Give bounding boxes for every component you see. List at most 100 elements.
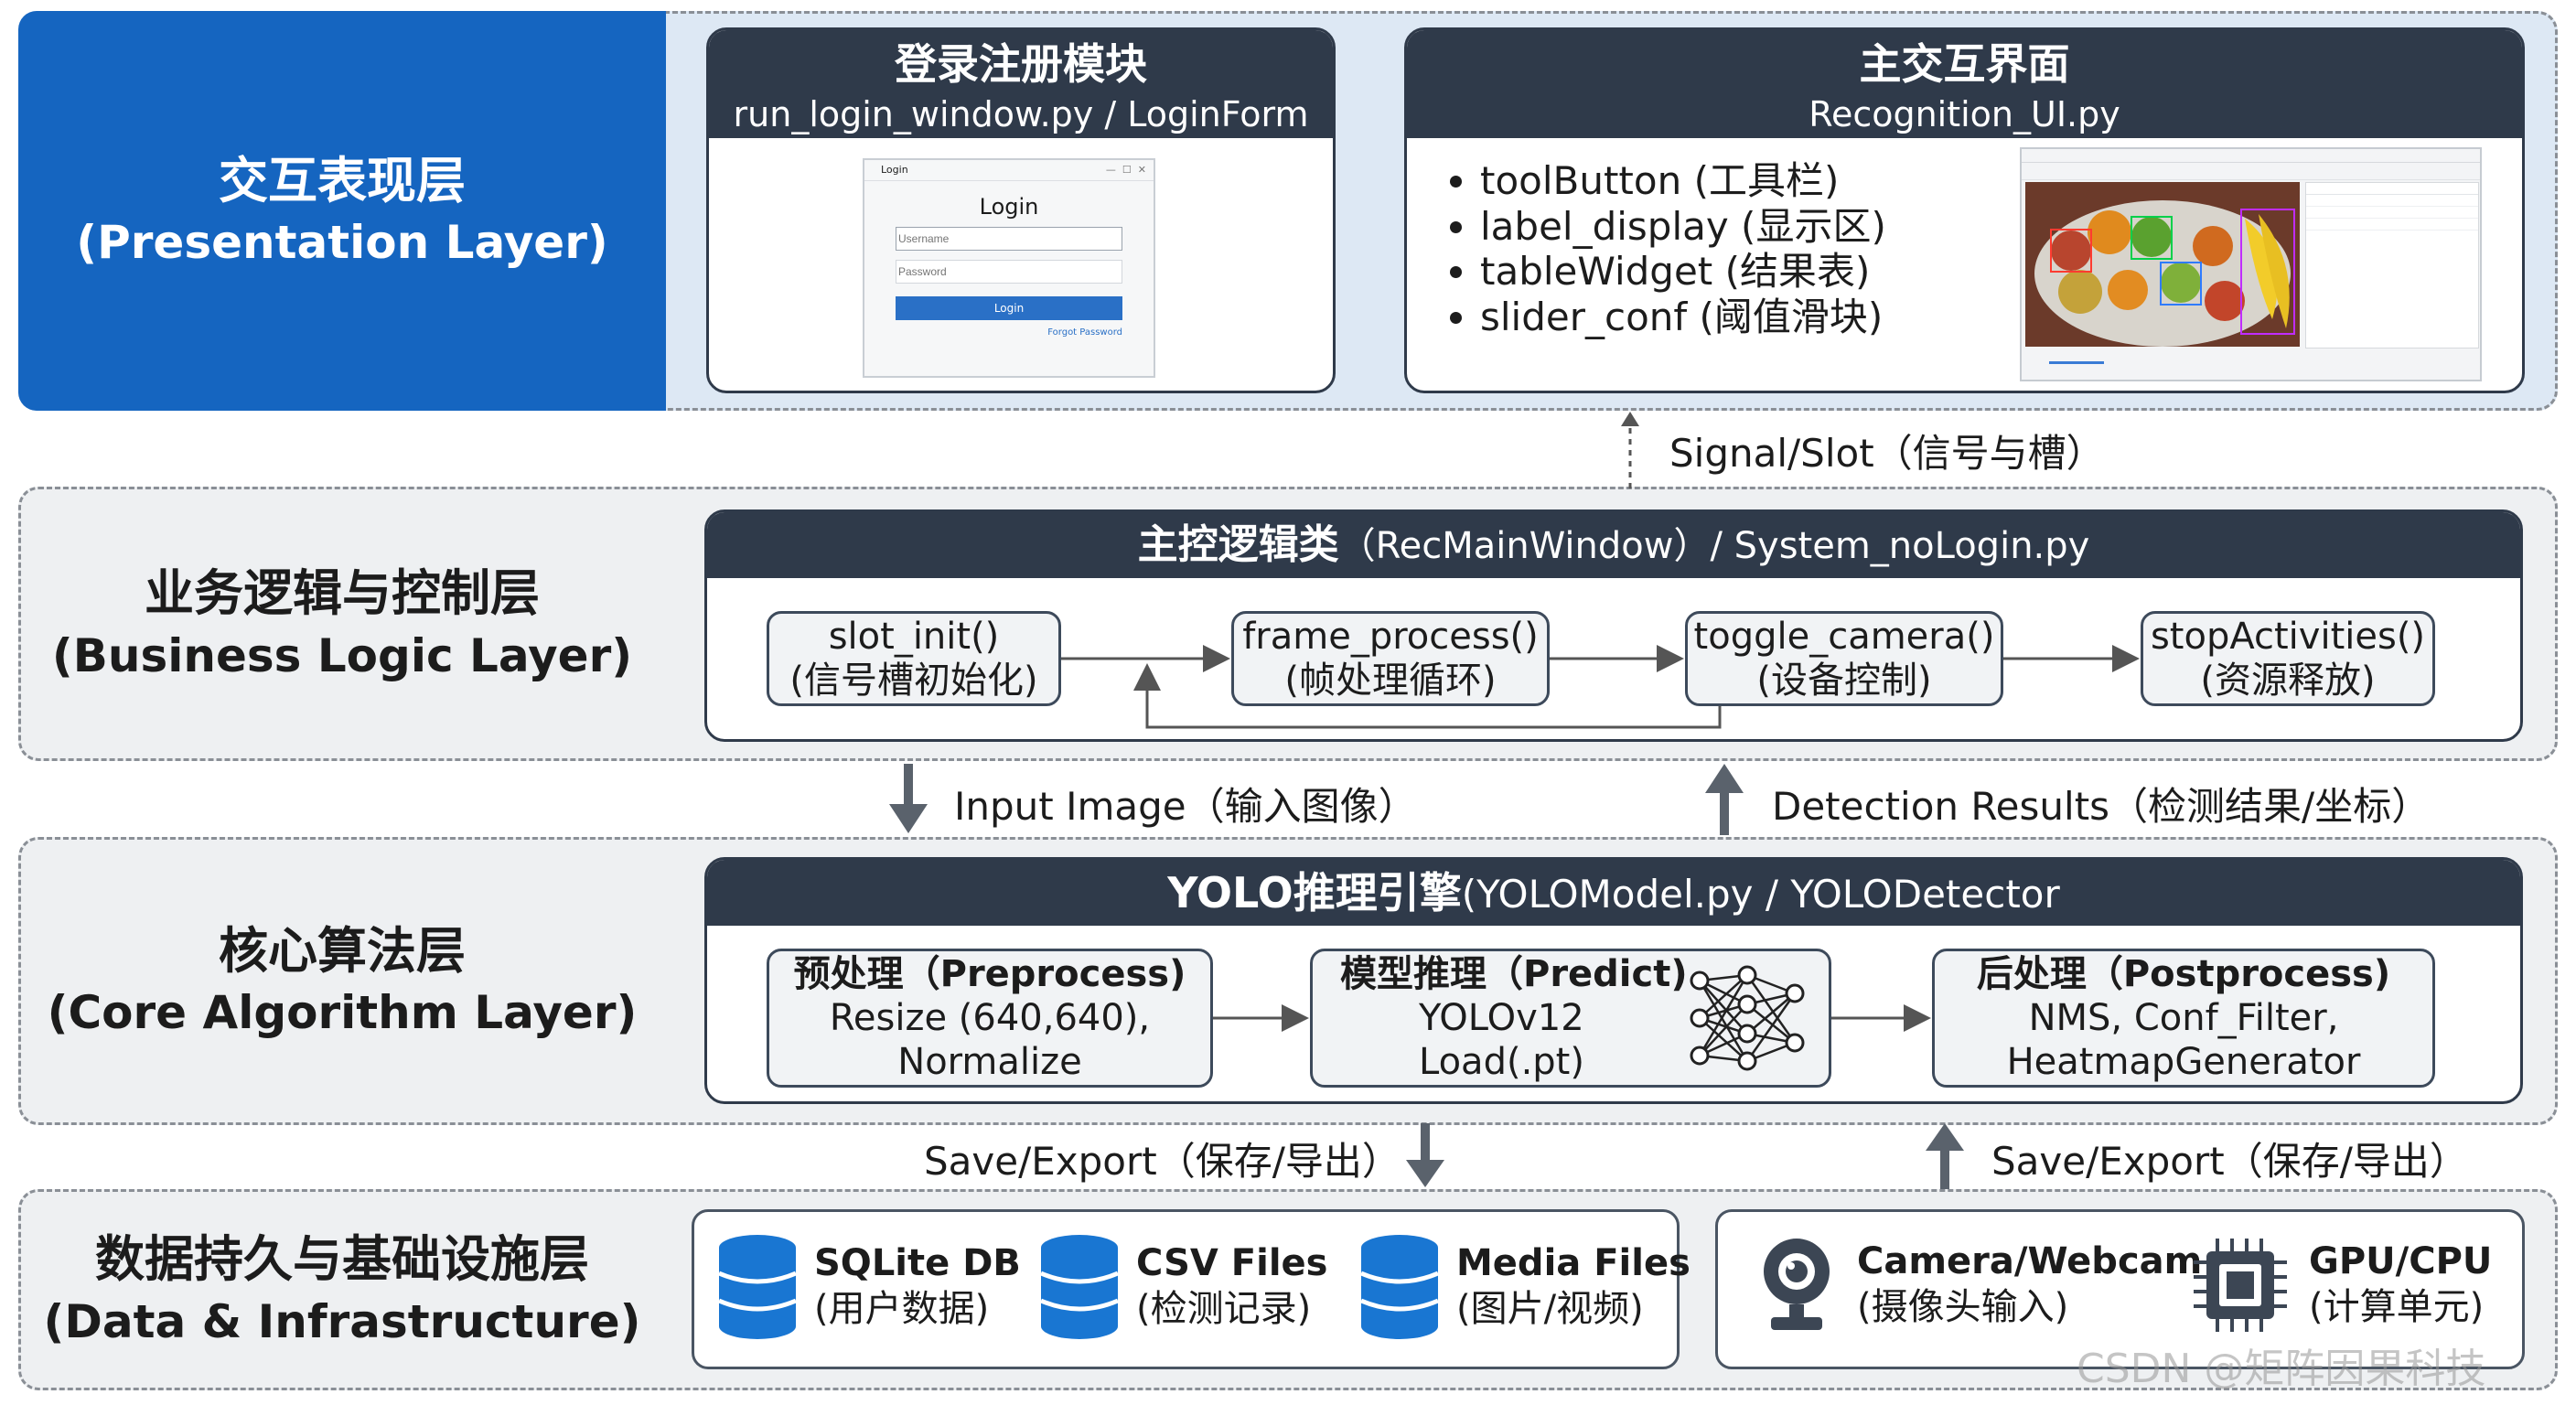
yolo-engine-header: YOLO推理引擎(YOLOModel.py / YOLODetector — [707, 860, 2520, 926]
preprocess-box: 预处理（Preprocess) Resize (640,640), Normal… — [767, 949, 1213, 1088]
main-ui-header: 主交互界面 Recognition_UI.py — [1407, 30, 2522, 138]
data-layer-title-en: (Data & Infrastructure) — [43, 1294, 641, 1348]
login-module-header: 登录注册模块 run_login_window.py / LoginForm — [709, 30, 1333, 138]
password-field[interactable] — [896, 260, 1122, 284]
step-stop-activities: stopActivities() (资源释放) — [2141, 611, 2435, 706]
predict-line2: Load(.pt) — [1419, 1041, 1584, 1083]
input-image-arrow — [889, 764, 928, 833]
core-layer-title-zh: 核心算法层 — [219, 921, 466, 980]
presentation-layer-title-zh: 交互表现层 — [219, 151, 466, 209]
step-toggle-camera-desc: (设备控制) — [1756, 660, 1932, 702]
signal-slot-label: Signal/Slot（信号与槽） — [1669, 431, 2105, 476]
webcam-icon — [1764, 1239, 1830, 1330]
preprocess-line1: Resize (640,640), — [829, 997, 1151, 1039]
screenshot-result-table — [2305, 182, 2479, 349]
screenshot-toolbar — [2022, 163, 2480, 180]
component-toolbutton: toolButton (工具栏) — [1480, 158, 1886, 204]
predict-title: 模型推理（Predict) — [1340, 953, 1688, 995]
login-window-heading: Login — [979, 194, 1039, 220]
main-ui-component-list: toolButton (工具栏) label_display (显示区) tab… — [1444, 158, 1886, 339]
fruit-detection-image — [2025, 182, 2300, 347]
camera-webcam-item: Camera/Webcam (摄像头输入) — [1857, 1239, 2202, 1330]
step-frame-process-name: frame_process() — [1242, 616, 1539, 658]
step-frame-process: frame_process() (帧处理循环) — [1231, 611, 1550, 706]
postprocess-line2: HeatmapGenerator — [2006, 1041, 2361, 1083]
input-image-label: Input Image（输入图像） — [954, 784, 1417, 829]
hardware-panel — [1715, 1209, 2525, 1369]
save-export-up-arrow — [1926, 1123, 1964, 1189]
sqlite-db-desc: (用户数据) — [814, 1288, 990, 1330]
save-export-left-label: Save/Export（保存/导出） — [924, 1139, 1401, 1184]
core-layer-title-en: (Core Algorithm Layer) — [47, 986, 638, 1040]
camera-webcam-desc: (摄像头输入) — [1857, 1286, 2069, 1328]
login-module-title: 登录注册模块 — [895, 39, 1147, 89]
component-table-widget: tableWidget (结果表) — [1480, 249, 1886, 295]
media-files-item: Media Files (图片/视频) — [1456, 1240, 1690, 1332]
neural-network-icon — [1690, 965, 1805, 1071]
media-files-desc: (图片/视频) — [1456, 1288, 1644, 1330]
username-field[interactable] — [896, 227, 1122, 251]
login-module-subtitle: run_login_window.py / LoginForm — [733, 93, 1309, 134]
main-ui-title: 主交互界面 — [1859, 39, 2070, 89]
business-layer-title-zh: 业务逻辑与控制层 — [145, 564, 540, 623]
gpu-cpu-desc: (计算单元) — [2309, 1286, 2485, 1328]
sqlite-db-item: SQLite DB (用户数据) — [814, 1240, 1021, 1332]
media-files-title: Media Files — [1456, 1242, 1690, 1284]
presentation-layer-label-bg — [18, 11, 666, 411]
login-window-titlebar: Login — ☐ ✕ — [864, 160, 1154, 181]
screenshot-slider — [2049, 361, 2104, 364]
forgot-password-link[interactable]: Forgot Password — [1047, 327, 1122, 338]
core-layer-label: 核心算法层 (Core Algorithm Layer) — [18, 837, 666, 1125]
main-control-header: 主控逻辑类（RecMainWindow）/ System_noLogin.py — [707, 512, 2520, 578]
detection-results-arrow — [1705, 764, 1744, 835]
screenshot-titlebar — [2022, 149, 2480, 163]
step-stop-activities-desc: (资源释放) — [2200, 660, 2376, 702]
save-export-down-arrow — [1406, 1123, 1444, 1187]
business-layer-label: 业务逻辑与控制层 (Business Logic Layer) — [18, 487, 666, 761]
signal-slot-arrow — [1621, 412, 1639, 488]
postprocess-title: 后处理（Postprocess) — [1976, 953, 2391, 995]
watermark: CSDN @矩阵因果科技 — [2077, 1346, 2486, 1392]
gpu-cpu-title: GPU/CPU — [2309, 1240, 2493, 1282]
step-toggle-camera: toggle_camera() (设备控制) — [1685, 611, 2003, 706]
presentation-layer-title-en: (Presentation Layer) — [76, 216, 608, 270]
yolo-engine-title-rest: (YOLOModel.py / YOLODetector — [1461, 872, 2060, 917]
storage-panel — [692, 1209, 1680, 1369]
media-database-icon — [1360, 1235, 1439, 1339]
postprocess-line1: NMS, Conf_Filter, — [2028, 997, 2339, 1039]
step-stop-activities-name: stopActivities() — [2150, 616, 2426, 658]
login-button[interactable]: Login — [896, 296, 1122, 320]
csv-files-desc: (检测记录) — [1136, 1288, 1312, 1330]
sqlite-db-title: SQLite DB — [814, 1242, 1021, 1284]
detection-results-label: Detection Results（检测结果/坐标） — [1772, 784, 2431, 829]
step-frame-process-desc: (帧处理循环) — [1284, 660, 1497, 702]
recognition-ui-screenshot — [2020, 147, 2482, 381]
business-layer-title-en: (Business Logic Layer) — [51, 628, 633, 682]
step-slot-init: slot_init() (信号槽初始化) — [767, 611, 1061, 706]
step-toggle-camera-name: toggle_camera() — [1693, 616, 1995, 658]
camera-webcam-title: Camera/Webcam — [1857, 1240, 2203, 1282]
preprocess-line2: Normalize — [897, 1041, 1082, 1083]
component-label-display: label_display (显示区) — [1480, 204, 1886, 250]
component-slider-conf: slider_conf (阈值滑块) — [1480, 295, 1886, 340]
step-slot-init-desc: (信号槽初始化) — [789, 660, 1038, 702]
data-layer-label: 数据持久与基础设施层 (Data & Infrastructure) — [18, 1189, 666, 1390]
csv-files-title: CSV Files — [1136, 1242, 1328, 1284]
sqlite-database-icon — [718, 1235, 797, 1339]
login-module-panel: 登录注册模块 run_login_window.py / LoginForm L… — [706, 27, 1336, 393]
predict-line1: YOLOv12 — [1419, 997, 1584, 1039]
gpu-cpu-item: GPU/CPU (计算单元) — [2309, 1239, 2492, 1330]
login-window-mock: Login — ☐ ✕ Login Login Forgot Password — [863, 158, 1155, 378]
step-slot-init-name: slot_init() — [828, 616, 1000, 658]
presentation-layer-label: 交互表现层 (Presentation Layer) — [18, 11, 666, 411]
data-layer-title-zh: 数据持久与基础设施层 — [95, 1230, 589, 1289]
csv-files-item: CSV Files (检测记录) — [1136, 1240, 1327, 1332]
fruit-bowl-icon — [2034, 200, 2295, 347]
main-ui-subtitle: Recognition_UI.py — [1809, 93, 2120, 134]
save-export-right-label: Save/Export（保存/导出） — [1991, 1139, 2468, 1184]
main-control-title: 主控逻辑类 — [1137, 521, 1339, 568]
yolo-engine-title: YOLO推理引擎 — [1167, 868, 1462, 917]
window-controls-icon: — ☐ ✕ — [1105, 164, 1146, 176]
